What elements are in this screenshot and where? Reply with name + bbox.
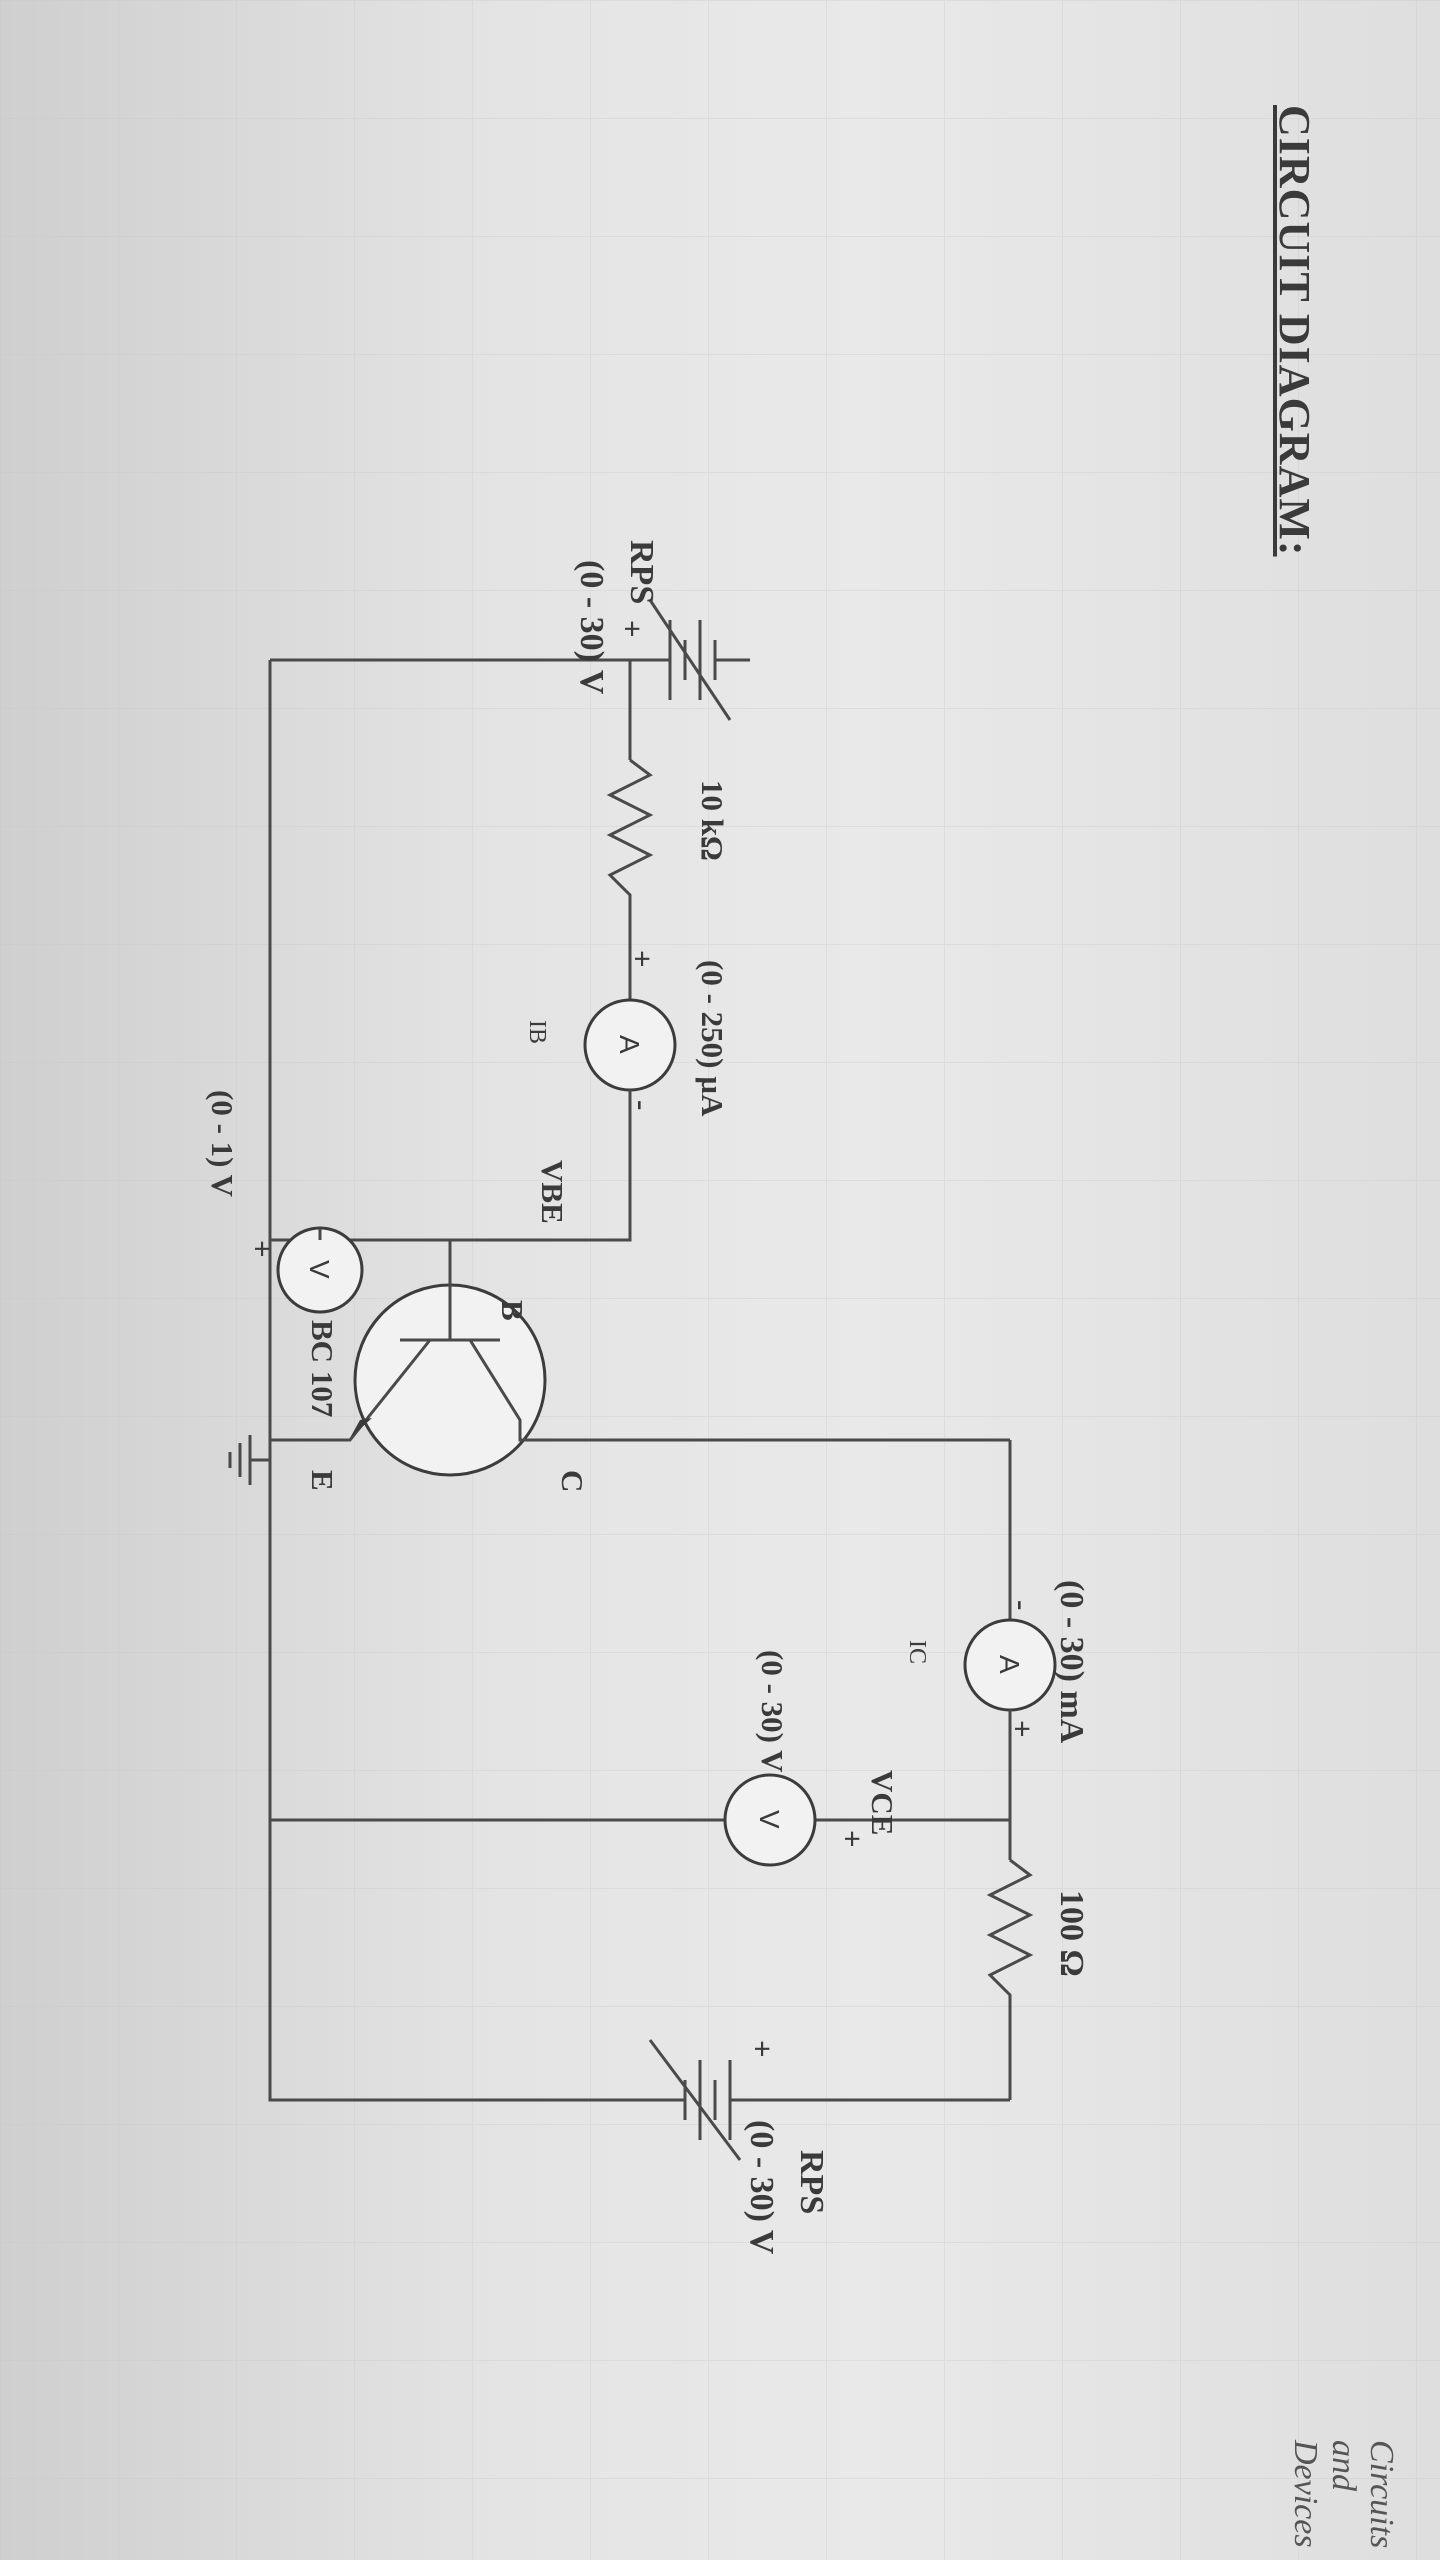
collector-resistor-symbol <box>986 1858 1034 2100</box>
base-resistor-symbol <box>606 758 654 950</box>
left-supply-range: (0 - 30) V <box>573 560 610 695</box>
emitter-arrow <box>350 1418 372 1438</box>
left-supply-plus: + <box>615 620 650 638</box>
transistor-collector-pin: C <box>555 1470 590 1493</box>
collector-current-label: IC <box>904 1640 930 1664</box>
transistor-emitter-lead <box>270 1339 432 1442</box>
base-ammeter-letter: A <box>614 1035 645 1054</box>
base-current-label: IB <box>524 1020 550 1044</box>
collector-ammeter-minus: - <box>1005 1600 1040 1611</box>
right-supply-battery-symbol <box>480 2039 742 2161</box>
left-supply-name: RPS <box>623 540 660 605</box>
right-supply-plus: + <box>745 2040 780 2058</box>
ground-symbol <box>228 1435 270 1485</box>
wire-ground-rail <box>268 660 480 2102</box>
base-ammeter-plus: + <box>625 950 660 968</box>
collector-ammeter-range: (0 - 30) mA <box>1053 1580 1090 1744</box>
transistor-base-pin: B <box>495 1300 530 1321</box>
vbe-voltmeter-letter: V <box>304 1260 335 1279</box>
transistor-emitter-pin: E <box>305 1470 340 1491</box>
vbe-voltmeter-plus: + <box>245 1240 280 1258</box>
base-resistor-value: 10 kΩ <box>695 780 730 861</box>
vce-label: VCE <box>865 1770 900 1836</box>
transistor-part-number: BC 107 <box>305 1320 340 1418</box>
footer-partial-text: Circuits and Devices <box>1287 2440 1400 2549</box>
vce-voltmeter-plus: + <box>835 1830 870 1848</box>
left-supply-battery-symbol <box>630 599 750 721</box>
vbe-voltmeter-range: (0 - 1) V <box>205 1090 240 1198</box>
circuit-diagram: A A V V <box>228 599 1057 2161</box>
rotated-diagram-sheet: CIRCUIT DIAGRAM: <box>205 105 1319 2255</box>
vce-voltmeter-range: (0 - 30) V <box>755 1650 790 1773</box>
base-ammeter-range: (0 - 250) µA <box>695 960 730 1117</box>
vce-voltmeter-letter: V <box>754 1810 785 1829</box>
collector-ammeter-letter: A <box>994 1655 1025 1674</box>
vbe-label: VBE <box>535 1160 570 1224</box>
collector-resistor-value: 100 Ω <box>1053 1890 1090 1977</box>
right-supply-name: RPS <box>793 2150 830 2215</box>
wire-base-node <box>490 1090 632 1242</box>
right-supply-range: (0 - 30) V <box>743 2120 780 2255</box>
base-ammeter-minus: - <box>625 1100 660 1111</box>
vce-voltmeter-symbol <box>723 1773 817 1867</box>
collector-ammeter-plus: + <box>1005 1720 1040 1738</box>
transistor-collector-lead <box>468 1339 1010 1442</box>
